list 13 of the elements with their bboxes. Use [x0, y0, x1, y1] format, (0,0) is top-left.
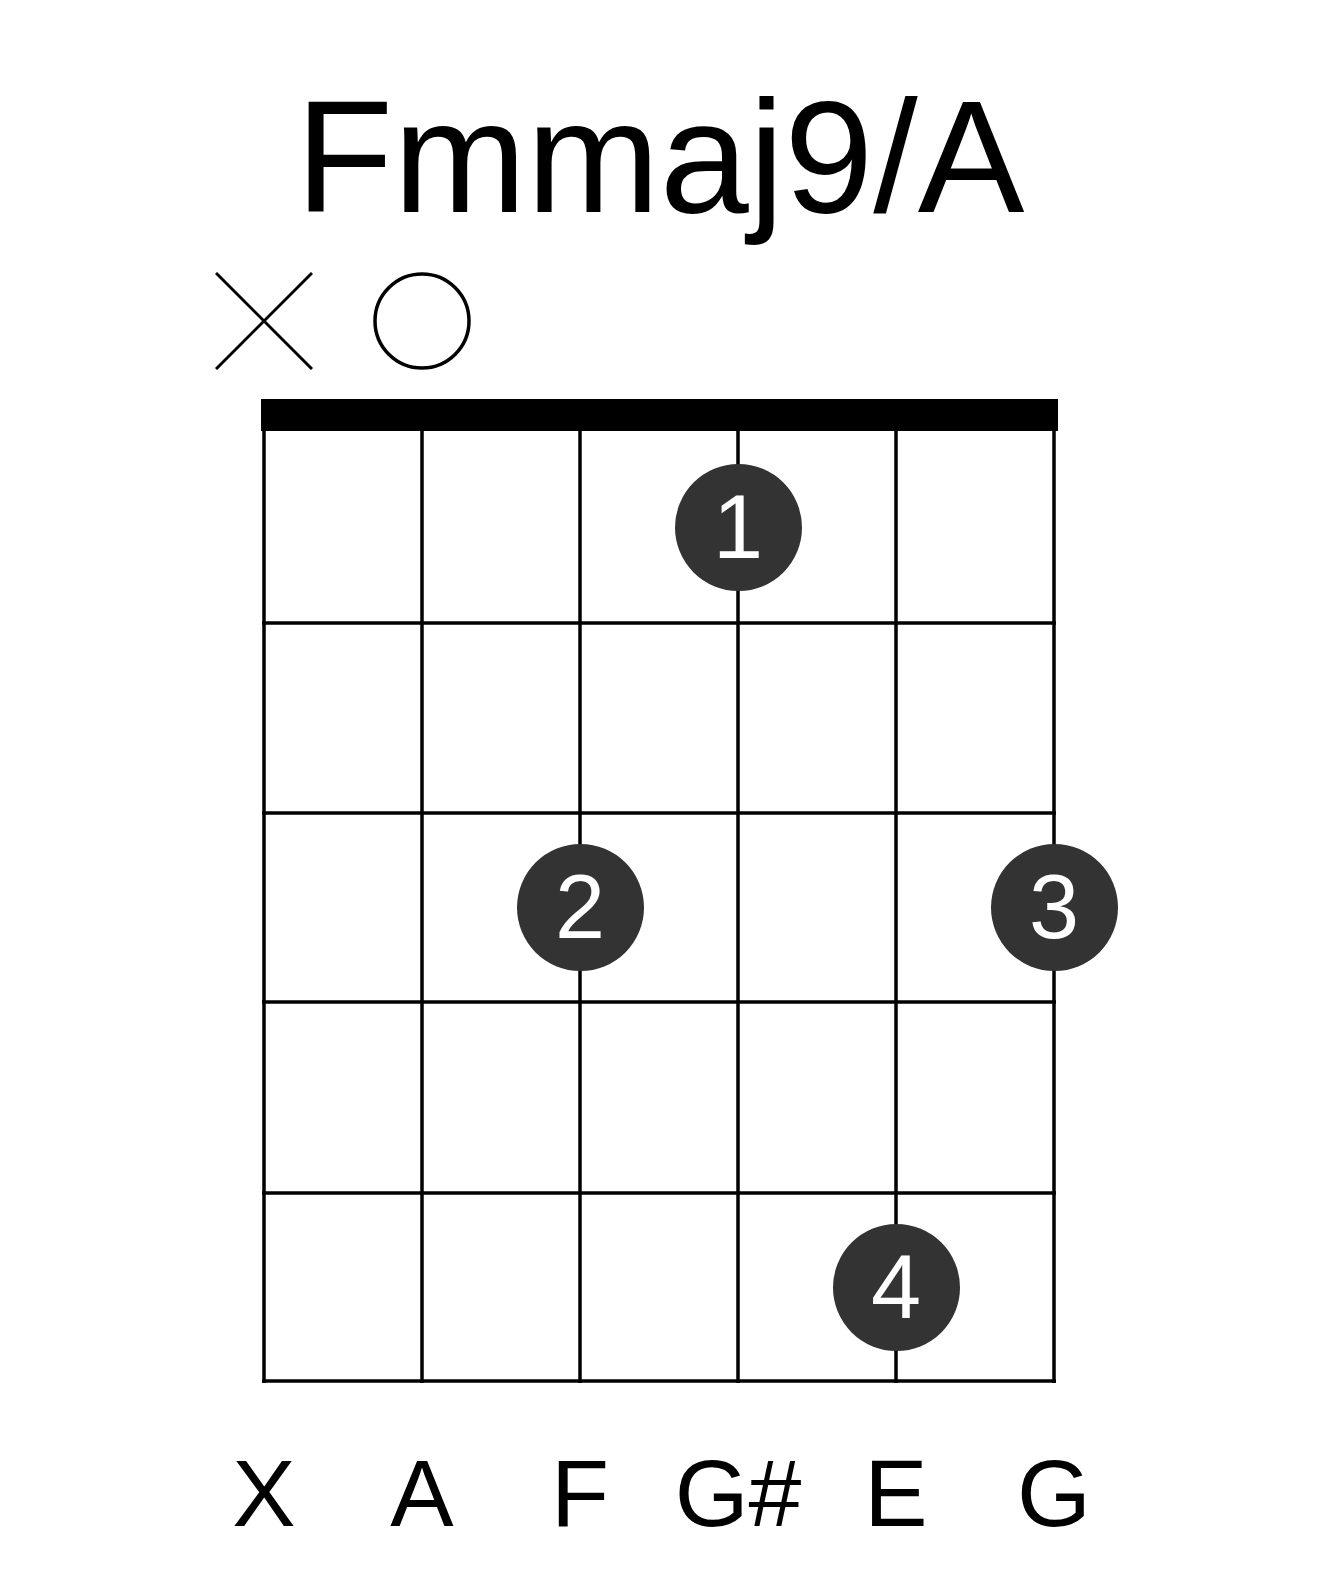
note-name: F [551, 1439, 609, 1548]
note-name: A [390, 1439, 454, 1548]
note-name: G [1017, 1439, 1091, 1548]
finger-number-dot: 4 [832, 1223, 960, 1351]
note-name: E [864, 1439, 928, 1548]
finger-number-dot: 1 [674, 463, 802, 591]
note-name: G# [674, 1439, 802, 1548]
note-name: X [232, 1439, 296, 1548]
chord-title: Fmmaj9/A [295, 66, 1025, 248]
finger-number-dot: 2 [516, 843, 644, 971]
ring-icon [373, 272, 471, 370]
finger-number-dot: 3 [990, 843, 1118, 971]
x-mark-icon [215, 272, 313, 370]
